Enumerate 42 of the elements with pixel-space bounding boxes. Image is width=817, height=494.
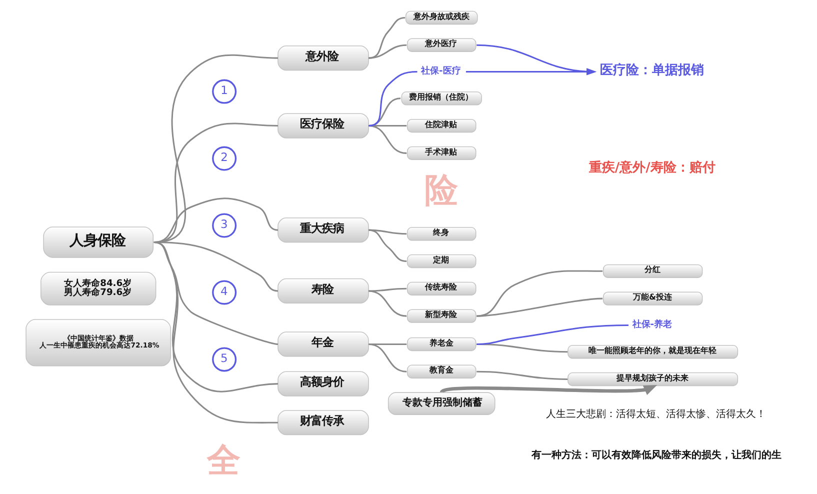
node-box: 女人寿命84.6岁 男人寿命79.6岁 xyxy=(40,272,156,306)
connector xyxy=(154,122,278,243)
connector xyxy=(476,270,603,317)
node-box: 意外险 xyxy=(278,46,369,71)
node-circle: 2 xyxy=(212,146,237,171)
label: 重疾/意外/寿险：赔付 xyxy=(588,160,716,176)
connector xyxy=(368,229,407,262)
node-box: 高额身价 xyxy=(278,371,369,396)
label: 人生三大悲剧：活得太短、活得太惨、活得太久！ xyxy=(546,408,766,420)
node-box: 医疗保险 xyxy=(278,113,369,138)
node-box: 专款专用强制储蓄 xyxy=(388,392,496,416)
label: 有一种方法：可以有效降低风险带来的损失，让我们的生 xyxy=(531,450,782,461)
node-text: 社保-医疗 xyxy=(421,66,461,76)
connector xyxy=(368,125,407,154)
label: 险 xyxy=(424,170,458,210)
node-circle: 4 xyxy=(212,280,237,305)
connector xyxy=(154,241,278,392)
connector xyxy=(476,324,628,345)
connector xyxy=(368,16,406,59)
node-box: 财富传承 xyxy=(278,410,369,436)
connector xyxy=(154,241,278,345)
label: 全 xyxy=(207,440,240,480)
connector xyxy=(368,290,407,317)
node-box: 重大疾病 xyxy=(278,218,369,243)
connector xyxy=(476,298,603,317)
connector xyxy=(368,71,418,127)
connector xyxy=(368,343,407,372)
connector xyxy=(154,54,278,243)
connector xyxy=(476,370,568,380)
node-box: 寿险 xyxy=(278,278,369,304)
connector xyxy=(154,241,278,424)
node-text: 医疗险：单据报销 xyxy=(600,63,704,78)
node-circle: 3 xyxy=(212,213,237,238)
arrow xyxy=(440,385,658,396)
node-text: 社保-养老 xyxy=(632,320,672,330)
node-box: 年金 xyxy=(278,332,369,357)
node-circle: 5 xyxy=(212,347,237,372)
connector xyxy=(368,288,407,292)
node-box: 人身保险 xyxy=(43,226,154,258)
connector xyxy=(368,44,407,59)
connector xyxy=(154,198,278,243)
node-circle: 1 xyxy=(212,79,237,104)
